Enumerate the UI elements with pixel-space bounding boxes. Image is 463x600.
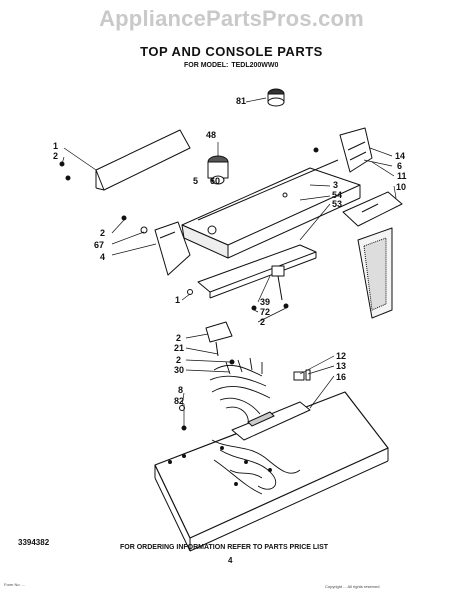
timer-knob bbox=[267, 88, 285, 107]
callout-54: 54 bbox=[332, 190, 342, 200]
callout-67: 67 bbox=[94, 240, 104, 250]
fine-print-right: Copyright ... All rights reserved bbox=[325, 584, 380, 589]
callout-10: 10 bbox=[396, 182, 406, 192]
callout-81: 81 bbox=[236, 96, 246, 106]
callout-13: 13 bbox=[336, 361, 346, 371]
rear-bracket bbox=[95, 129, 191, 191]
callout-72: 72 bbox=[260, 307, 270, 317]
document-number: 3394382 bbox=[18, 538, 50, 547]
callout-30: 30 bbox=[174, 365, 184, 375]
callout-4: 4 bbox=[100, 252, 105, 262]
screws bbox=[59, 147, 319, 431]
callout-12: 12 bbox=[336, 351, 346, 361]
callout-48: 48 bbox=[206, 130, 216, 140]
callout-2-left: 2 bbox=[100, 228, 105, 238]
callout-5: 5 bbox=[193, 176, 198, 186]
callout-8: 8 bbox=[178, 385, 183, 395]
callout-16: 16 bbox=[336, 372, 346, 382]
leader-lines bbox=[61, 97, 397, 426]
callout-1-top: 1 bbox=[53, 141, 58, 151]
callout-11: 11 bbox=[397, 171, 407, 181]
callout-6: 6 bbox=[397, 161, 402, 171]
model-label: FOR MODEL: bbox=[184, 62, 229, 69]
fine-print-left: Form No. ... bbox=[4, 582, 26, 587]
switch-bracket bbox=[271, 265, 285, 301]
lint-cover bbox=[342, 191, 403, 227]
callout-1-mid: 1 bbox=[175, 295, 180, 305]
wire-harness bbox=[209, 357, 301, 495]
left-end-cap bbox=[154, 221, 191, 276]
callout-60: 60 bbox=[210, 176, 220, 186]
callout-2-harness: 2 bbox=[176, 355, 181, 365]
callout-2-mid: 2 bbox=[260, 317, 265, 327]
callout-21: 21 bbox=[174, 343, 184, 353]
callout-labels: 81 48 5 60 1 2 2 67 4 14 6 11 10 3 54 53… bbox=[53, 96, 407, 406]
door-switch bbox=[293, 369, 311, 381]
model-number: TEDL200WW0 bbox=[231, 62, 279, 69]
callout-53: 53 bbox=[332, 199, 342, 209]
page-title: TOP AND CONSOLE PARTS bbox=[140, 44, 323, 59]
callout-14: 14 bbox=[395, 151, 405, 161]
callout-39: 39 bbox=[260, 297, 270, 307]
model-line: FOR MODEL:TEDL200WW0 bbox=[184, 62, 278, 69]
callout-2-top: 2 bbox=[53, 151, 58, 161]
lint-screen bbox=[357, 227, 393, 319]
console-rail bbox=[197, 244, 317, 299]
callout-82: 82 bbox=[174, 396, 184, 406]
console-backguard bbox=[181, 159, 361, 259]
callout-2-terminal: 2 bbox=[176, 333, 181, 343]
page-number: 4 bbox=[228, 556, 233, 565]
callout-3: 3 bbox=[333, 180, 338, 190]
right-end-cap bbox=[339, 127, 373, 173]
watermark: AppliancePartsPros.com bbox=[99, 6, 364, 31]
top-panel bbox=[154, 391, 389, 552]
ordering-note: FOR ORDERING INFORMATION REFER TO PARTS … bbox=[120, 544, 329, 551]
terminal-block bbox=[205, 321, 233, 357]
